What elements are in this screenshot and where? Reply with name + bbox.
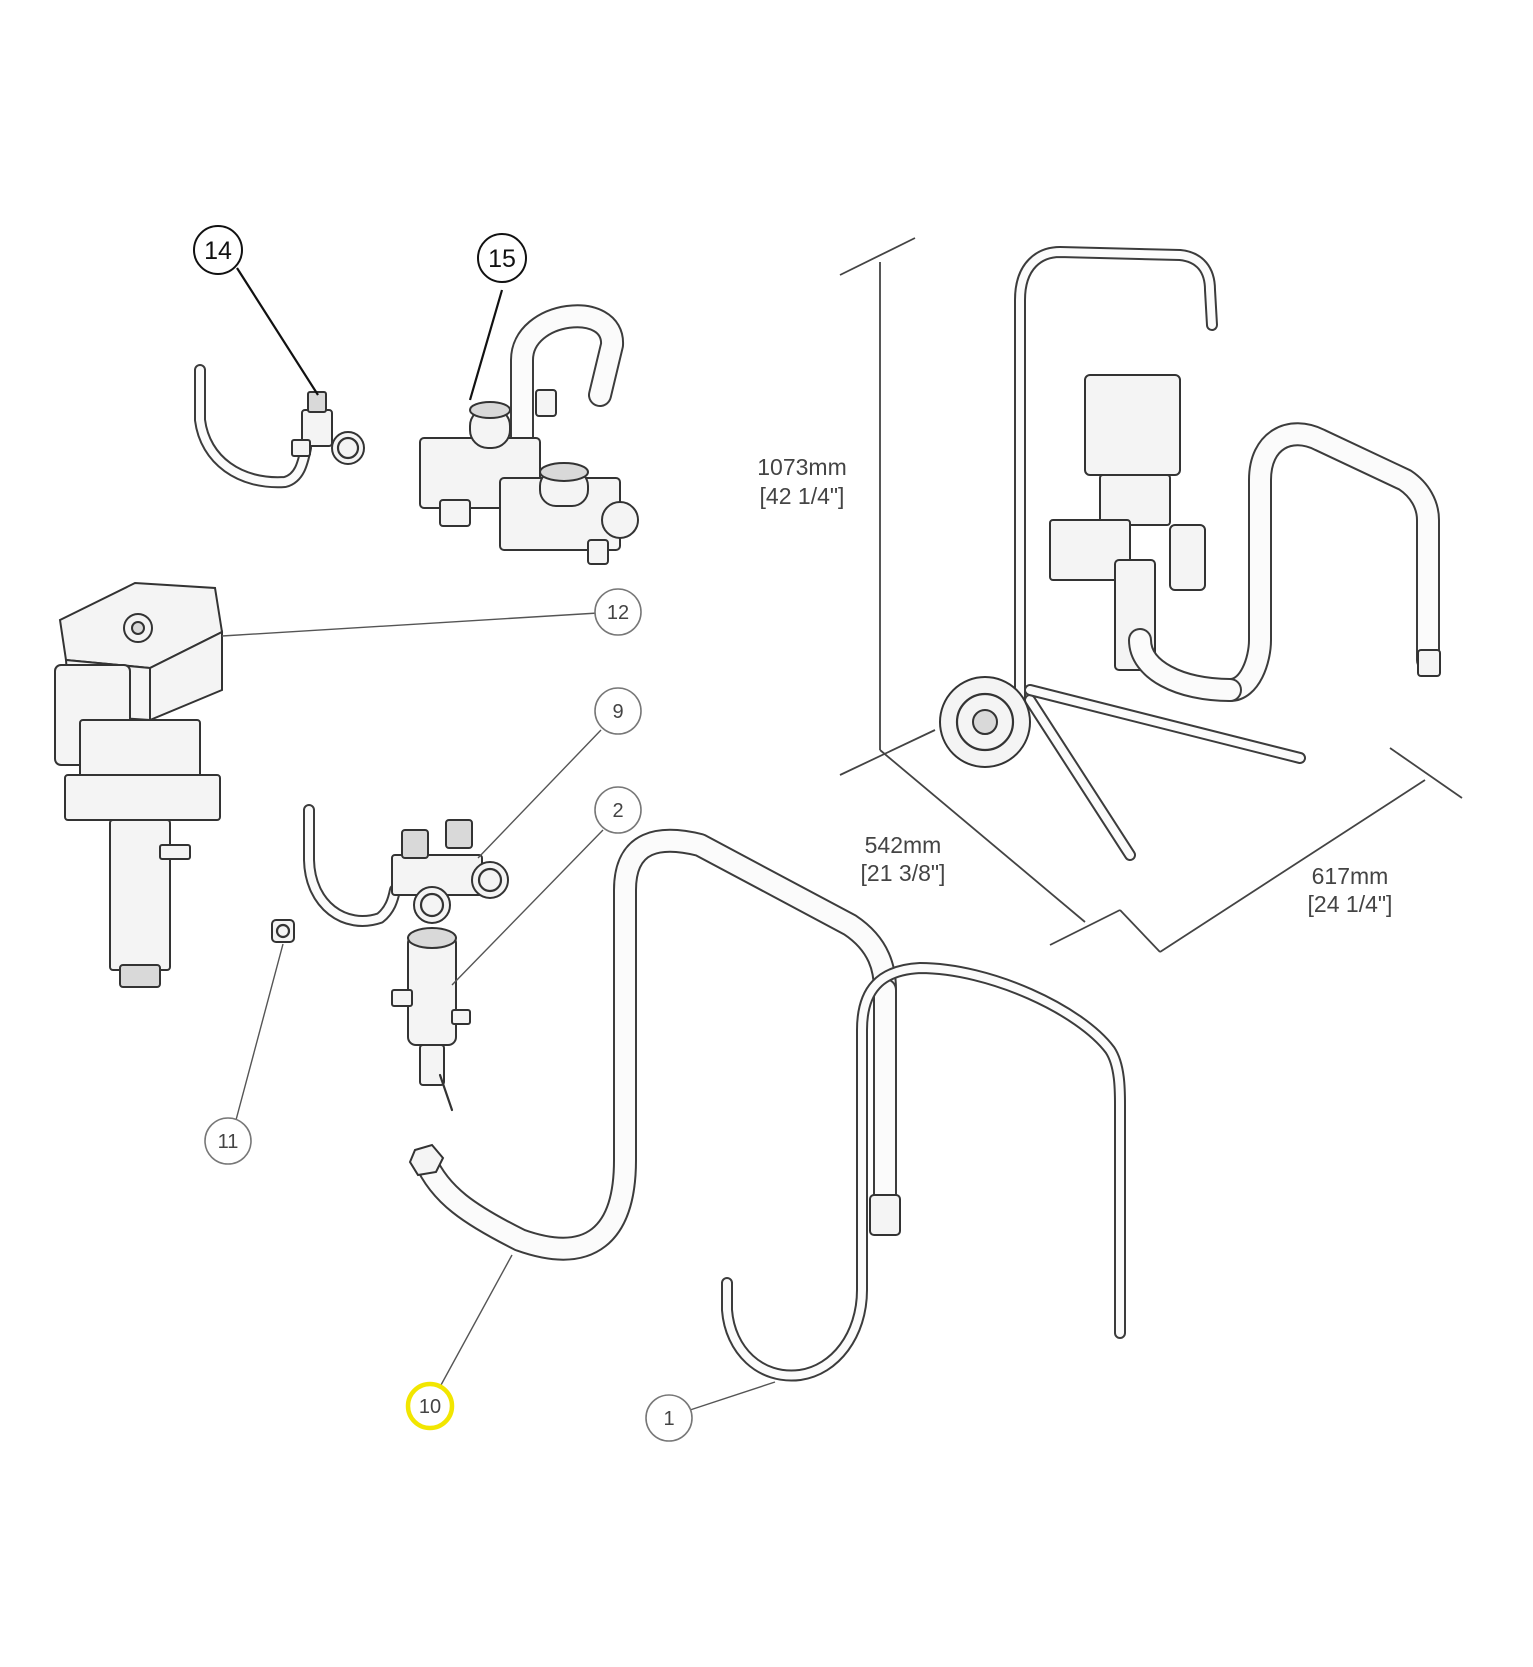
dimension-depth-mm: 542mm: [865, 832, 942, 858]
dimension-height-mm: 1073mm: [757, 454, 846, 480]
dimension-width-mm: 617mm: [1312, 863, 1389, 889]
dimension-width-in: [24 1/4"]: [1308, 891, 1393, 917]
cart-assembly: [939, 246, 1441, 861]
callout-2-label: 2: [612, 800, 623, 822]
dimension-lines: [839, 237, 1463, 953]
dimension-height: 1073mm [42 1/4"]: [757, 454, 846, 509]
dimension-height-in: [42 1/4"]: [760, 483, 845, 509]
callout-1[interactable]: 1: [645, 1394, 693, 1442]
callout-14-label: 14: [204, 237, 232, 265]
callout-11-label: 11: [218, 1131, 239, 1153]
part-2-filter: [391, 927, 471, 1112]
callout-11[interactable]: 11: [204, 1117, 252, 1165]
part-9-regulators: [303, 804, 509, 927]
leader-lines: [221, 267, 776, 1411]
part-1-tube: [721, 962, 1126, 1382]
callout-12[interactable]: 12: [594, 588, 642, 636]
callout-1-label: 1: [663, 1408, 674, 1430]
dimension-depth-in: [21 3/8"]: [861, 860, 946, 886]
dimension-width: 617mm [24 1/4"]: [1308, 863, 1393, 917]
dimension-depth: 542mm [21 3/8"]: [861, 832, 946, 886]
callout-14[interactable]: 14: [193, 225, 243, 275]
callout-9[interactable]: 9: [594, 687, 642, 735]
callout-10[interactable]: 10: [405, 1381, 455, 1431]
part-11-fitting: [271, 919, 295, 943]
callout-12-label: 12: [607, 602, 629, 624]
part-14-regulator: [194, 364, 365, 489]
callout-9-label: 9: [612, 701, 623, 723]
part-10-hose: [408, 828, 901, 1261]
callout-15[interactable]: 15: [477, 233, 527, 283]
callout-15-label: 15: [488, 245, 516, 273]
callout-2[interactable]: 2: [594, 786, 642, 834]
callout-10-label: 10: [419, 1396, 441, 1418]
part-12-pump: [54, 581, 224, 988]
part-15-filter-regulator: [419, 304, 639, 565]
